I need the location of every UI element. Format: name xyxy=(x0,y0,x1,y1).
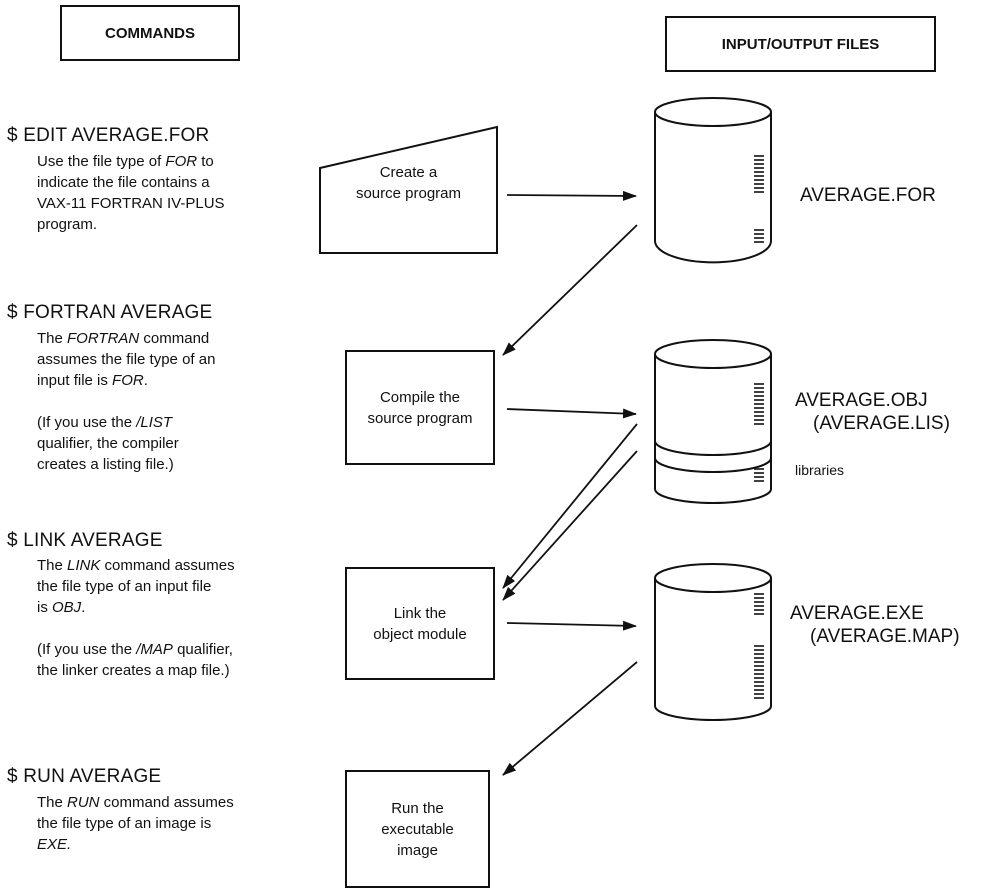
description-text: the file type of an image is xyxy=(37,815,212,832)
command-edit: $ EDIT AVERAGE.FOR xyxy=(7,125,210,146)
process-compile-line-2: source program xyxy=(367,409,473,427)
description-text: the file type of an input file xyxy=(37,578,212,595)
process-create-line-1: Create a xyxy=(379,164,438,181)
description-keyword: RUN xyxy=(67,794,100,811)
file-label-average-obj: AVERAGE.OBJ (AVERAGE.LIS) xyxy=(795,389,950,435)
description-line: Use the file type of FOR to xyxy=(37,151,225,172)
disk-icon-average-for xyxy=(654,97,772,264)
description-text: . xyxy=(81,599,86,616)
description-text: creates a listing file.) xyxy=(37,456,174,473)
description-run: The RUN command assumes the file type of … xyxy=(37,792,234,855)
description-line: is OBJ. xyxy=(37,597,235,618)
description-text: to xyxy=(197,153,214,170)
process-compile-line-1: Compile the xyxy=(379,388,461,406)
file-obj-line-1: AVERAGE.OBJ xyxy=(795,390,928,411)
arrow-for-to-compile xyxy=(502,224,638,356)
process-link-line-1: Link the xyxy=(393,604,447,622)
description-keyword: FORTRAN xyxy=(67,330,140,347)
command-link: $ LINK AVERAGE xyxy=(7,530,163,551)
description-text: . xyxy=(143,372,148,389)
file-exe-line-1: AVERAGE.EXE xyxy=(790,603,924,624)
description-line: the file type of an input file xyxy=(37,576,235,597)
process-link-line-2: object module xyxy=(373,625,467,643)
description-text: VAX-11 FORTRAN IV-PLUS xyxy=(37,195,225,212)
command-run: $ RUN AVERAGE xyxy=(7,766,162,787)
file-for-line-1: AVERAGE.FOR xyxy=(800,185,936,206)
file-exe-line-2: (AVERAGE.MAP) xyxy=(810,626,960,647)
description-text: command assumes xyxy=(99,794,234,811)
arrow-compile-to-obj xyxy=(506,408,637,419)
description-line: VAX-11 FORTRAN IV-PLUS xyxy=(37,193,225,214)
description-keyword: /LIST xyxy=(136,414,173,431)
files-header: INPUT/OUTPUT FILES xyxy=(665,16,936,72)
process-run-line-3: image xyxy=(397,841,438,859)
process-create-text: Create a source program xyxy=(322,162,495,204)
arrow-create-to-for xyxy=(506,190,637,201)
description-text: program. xyxy=(37,216,98,233)
description-line: The FORTRAN command xyxy=(37,328,215,349)
process-box-create xyxy=(319,125,498,254)
description-text: command xyxy=(139,330,210,347)
description-fortran: The FORTRAN command assumes the file type… xyxy=(37,328,215,475)
disk-icon-average-obj xyxy=(654,339,772,504)
arrow-exe-to-run xyxy=(502,661,638,776)
description-text: Use the file type of xyxy=(37,153,166,170)
process-box-link: Link the object module xyxy=(345,567,495,680)
description-line: input file is FOR. xyxy=(37,370,215,391)
description-text: is xyxy=(37,599,52,616)
description-text: qualifier, xyxy=(172,641,233,658)
description-keyword: FOR xyxy=(165,153,198,170)
description-text: command assumes xyxy=(100,557,235,574)
command-fortran: $ FORTRAN AVERAGE xyxy=(7,302,213,323)
description-keyword: OBJ xyxy=(52,599,82,616)
description-edit: Use the file type of FOR to indicate the … xyxy=(37,151,225,235)
process-run-line-1: Run the xyxy=(391,799,444,817)
description-keyword: EXE xyxy=(37,836,68,853)
file-label-libraries: libraries xyxy=(795,462,845,478)
description-line: The LINK command assumes xyxy=(37,555,235,576)
file-obj-line-2: (AVERAGE.LIS) xyxy=(813,413,950,434)
description-keyword: LINK xyxy=(67,557,101,574)
description-line: program. xyxy=(37,214,225,235)
commands-header: COMMANDS xyxy=(60,5,240,61)
commands-header-label: COMMANDS xyxy=(105,24,195,42)
description-line: creates a listing file.) xyxy=(37,454,215,475)
process-box-run: Run the executable image xyxy=(345,770,490,888)
description-line: assumes the file type of an xyxy=(37,349,215,370)
arrow-libraries-to-link xyxy=(502,450,638,601)
description-line: the file type of an image is xyxy=(37,813,234,834)
file-label-average-exe: AVERAGE.EXE (AVERAGE.MAP) xyxy=(790,602,960,648)
description-text: The xyxy=(37,557,68,574)
description-line: qualifier, the compiler xyxy=(37,433,215,454)
description-keyword: /MAP xyxy=(136,641,173,658)
files-header-label: INPUT/OUTPUT FILES xyxy=(721,35,880,53)
disk-icon-average-exe xyxy=(654,563,772,721)
description-text: indicate the file contains a xyxy=(37,174,210,191)
description-text: the linker creates a map file.) xyxy=(37,662,230,679)
file-label-average-for: AVERAGE.FOR xyxy=(800,184,936,207)
description-text: assumes the file type of an xyxy=(37,351,216,368)
description-line: indicate the file contains a xyxy=(37,172,225,193)
description-keyword: FOR xyxy=(112,372,144,389)
description-link: The LINK command assumes the file type of… xyxy=(37,555,235,681)
process-box-compile: Compile the source program xyxy=(345,350,495,465)
description-text: (If you use the xyxy=(37,414,137,431)
description-text: The xyxy=(37,794,68,811)
description-text: input file is xyxy=(37,372,113,389)
description-keyword: . xyxy=(67,836,72,853)
arrow-link-to-exe xyxy=(506,620,637,631)
process-run-line-2: executable xyxy=(381,820,454,838)
description-text: The xyxy=(37,330,68,347)
description-line: EXE. xyxy=(37,834,234,855)
arrow-obj-to-link xyxy=(502,423,638,589)
description-line: (If you use the /LIST xyxy=(37,412,215,433)
description-line: the linker creates a map file.) xyxy=(37,660,235,681)
description-text: (If you use the xyxy=(37,641,137,658)
description-text: qualifier, the compiler xyxy=(37,435,179,452)
description-line: (If you use the /MAP qualifier, xyxy=(37,639,235,660)
process-create-line-2: source program xyxy=(355,185,462,202)
description-line: The RUN command assumes xyxy=(37,792,234,813)
